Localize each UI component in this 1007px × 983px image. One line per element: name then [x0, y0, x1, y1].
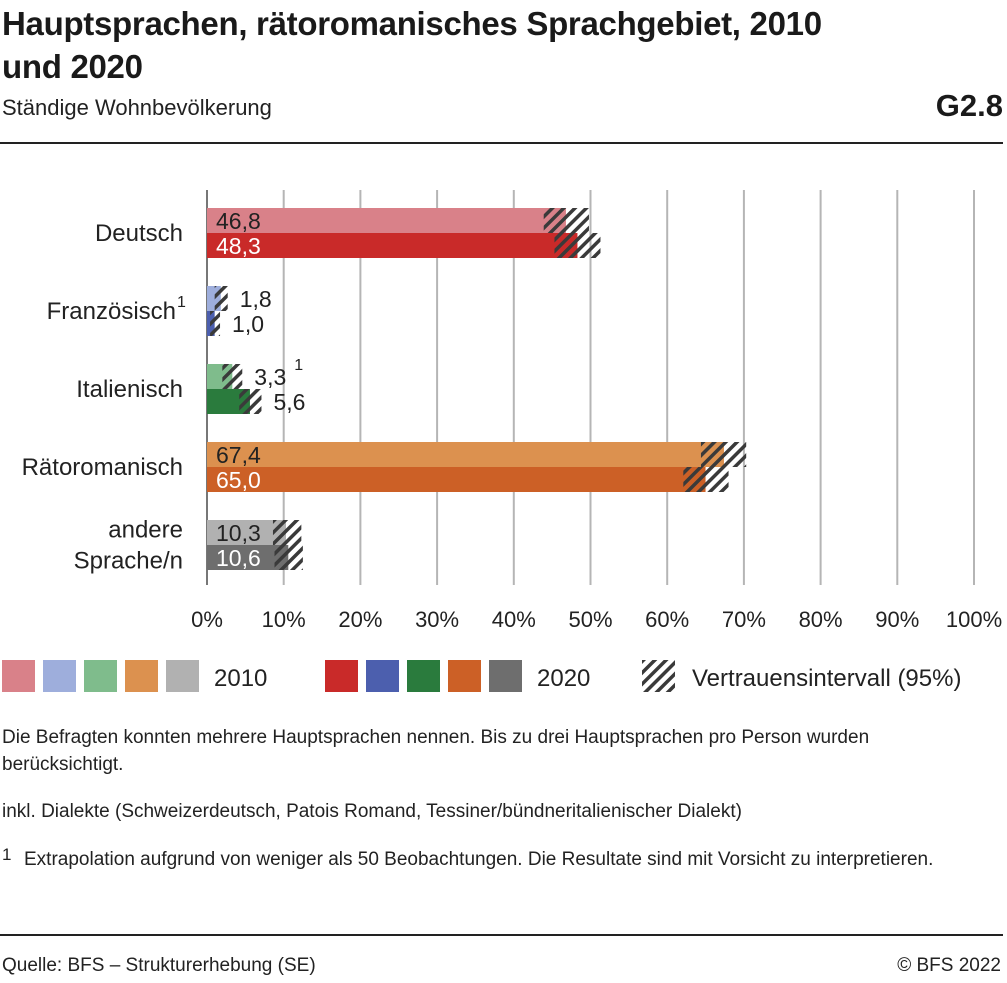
legend-label-ci: Vertrauensintervall (95%) — [692, 665, 961, 692]
value-label-2020-1: 1,0 — [232, 311, 264, 337]
legend-swatch-2010-1 — [43, 660, 76, 692]
x-tick-label-80: 80% — [799, 607, 843, 632]
value-label-2010-2: 3,3 — [254, 364, 286, 390]
category-label-0-0: Deutsch — [95, 220, 183, 247]
source-text: Quelle: BFS – Strukturerhebung (SE) — [2, 955, 316, 976]
value-label-2010-4: 10,3 — [216, 520, 261, 546]
bar-2020-0 — [207, 233, 578, 258]
category-label-3-0: Rätoromanisch — [22, 454, 183, 481]
bar-2010-4 — [207, 520, 287, 545]
confidence-interval-2010-2 — [222, 364, 243, 389]
x-tick-label-40: 40% — [492, 607, 536, 632]
x-tick-label-20: 20% — [338, 607, 382, 632]
legend-swatch-2020-0 — [325, 660, 358, 692]
graph-id: G2.8 — [935, 88, 1003, 123]
legend-swatch-2010-2 — [84, 660, 117, 692]
legend-swatch-2020-2 — [407, 660, 440, 692]
copyright-text: © BFS 2022 — [897, 955, 1001, 976]
confidence-interval-2020-0 — [554, 233, 601, 258]
x-tick-label-60: 60% — [645, 607, 689, 632]
confidence-interval-2010-0 — [543, 208, 589, 233]
x-tick-label-50: 50% — [568, 607, 612, 632]
legend-swatch-2010-0 — [2, 660, 35, 692]
top-rule — [0, 142, 1003, 144]
category-footnote-mark-1: 1 — [177, 294, 186, 311]
legend-label-2020: 2020 — [537, 665, 590, 692]
bar-2010-3 — [207, 442, 724, 467]
x-tick-label-100: 100% — [946, 607, 1002, 632]
footnote-mark: 1 — [2, 845, 12, 864]
bottom-rule — [0, 934, 1003, 936]
footnote-text: Extrapolation aufgrund von weniger als 5… — [24, 849, 934, 870]
legend-swatch-2020-1 — [366, 660, 399, 692]
x-tick-label-10: 10% — [262, 607, 306, 632]
value-label-2010-0: 46,8 — [216, 208, 261, 234]
value-label-2020-2: 5,6 — [273, 389, 305, 415]
value-label-2020-0: 48,3 — [216, 233, 261, 259]
x-tick-label-0: 0% — [191, 607, 223, 632]
x-tick-label-70: 70% — [722, 607, 766, 632]
category-label-4-1: Sprache/n — [74, 548, 183, 575]
confidence-interval-2020-4 — [274, 545, 303, 570]
bar-chart: 46,8 1,8 3,3 1 67,4 10,3 48,3 1,0 5,6 65,0 10,6 0%… — [2, 190, 1002, 692]
confidence-interval-2020-1 — [210, 311, 221, 336]
legend-swatch-2010-4 — [166, 660, 199, 692]
legend-swatch-2020-3 — [448, 660, 481, 692]
confidence-interval-2020-3 — [683, 467, 729, 492]
x-tick-label-90: 90% — [875, 607, 919, 632]
bar-2020-3 — [207, 467, 706, 492]
category-label-2-0: Italienisch — [76, 376, 183, 403]
value-label-2020-3: 65,0 — [216, 467, 261, 493]
legend-label-2010: 2010 — [214, 665, 267, 692]
category-label-1-0: Französisch — [47, 298, 176, 325]
note-multiple-languages: Die Befragten konnten mehrere Hauptsprac… — [2, 727, 870, 775]
legend-swatch-2010-3 — [125, 660, 158, 692]
value-label-2010-1: 1,8 — [240, 286, 272, 312]
value-label-2020-4: 10,6 — [216, 545, 261, 571]
chart-title: Hauptsprachen, rätoromanisches Sprachgeb… — [2, 5, 822, 85]
category-label-4-0: andere — [108, 517, 183, 544]
value-label-2010-3: 67,4 — [216, 442, 261, 468]
value-footnote-mark-2010-2: 1 — [294, 357, 303, 374]
bar-2010-0 — [207, 208, 566, 233]
confidence-interval-2010-4 — [272, 520, 302, 545]
chart-subtitle: Ständige Wohnbevölkerung — [2, 95, 272, 120]
note-dialects: inkl. Dialekte (Schweizerdeutsch, Patois… — [2, 801, 742, 822]
x-tick-label-30: 30% — [415, 607, 459, 632]
confidence-interval-2010-3 — [700, 442, 747, 467]
confidence-interval-2020-2 — [239, 389, 262, 414]
confidence-interval-2010-1 — [214, 286, 228, 311]
legend-swatch-2020-4 — [489, 660, 522, 692]
legend-swatch-ci — [642, 660, 675, 692]
